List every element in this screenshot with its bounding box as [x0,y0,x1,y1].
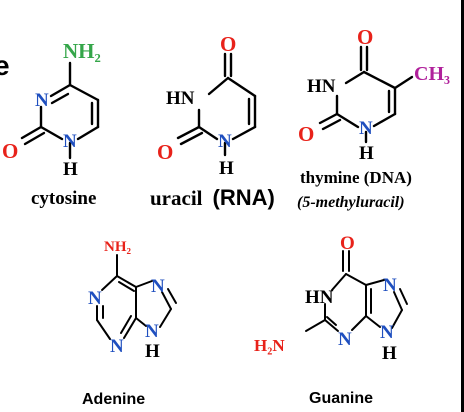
uracil-tag: (RNA) [213,185,275,210]
guanine-hn-label: HN [305,287,334,308]
adenine-structure [96,254,177,340]
adenine-n3-label: N [110,336,124,357]
thymine-alt-name: (5-methyluracil) [297,194,405,211]
adenine-n9-label: N [145,321,159,342]
adenine-n1-label: N [88,288,102,309]
guanine-structure [305,250,408,332]
cytosine-name: cytosine [31,188,96,209]
thymine-h-label: H [359,143,374,164]
uracil-name-line: uracil (RNA) [150,185,275,210]
guanine-amine-label: H₂N [254,336,285,355]
thymine-hn-label: HN [307,76,336,97]
uracil-name: uracil [150,186,203,210]
uracil-structure [176,52,257,157]
adenine-amine-label: NH₂ [104,239,132,255]
right-edge-divider [461,0,464,412]
guanine-name: Guanine [309,390,373,407]
cytosine-structure [20,61,100,160]
adenine-h-label: H [145,341,160,362]
thymine-name: thymine (DNA) [300,168,412,187]
cytosine-h-label: H [63,159,78,180]
guanine-n3-label: N [338,329,352,350]
guanine-oxygen-label: O [340,233,355,254]
adenine-name: Adenine [82,391,145,408]
thymine-methyl-label: CH₃ [414,63,450,85]
uracil-h-label: H [219,158,234,179]
cytosine-oxygen-label: O [2,139,18,163]
uracil-hn-label: HN [166,88,195,109]
guanine-h-label: H [382,343,397,364]
thymine-structure [318,45,414,144]
thymine-oxygen-top-label: O [357,25,373,49]
cropped-edge-letter: e [0,50,10,81]
uracil-n1-label: N [218,131,232,152]
guanine-n9-label: N [380,322,394,343]
thymine-n1-label: N [359,118,373,139]
cytosine-n1-label: N [63,131,77,152]
guanine-n7-label: N [383,275,397,296]
uracil-oxygen-left-label: O [157,140,173,164]
adenine-n7-label: N [151,276,165,297]
thymine-oxygen-left-label: O [298,122,314,146]
cytosine-amine-label: NH₂ [63,39,101,63]
uracil-oxygen-top-label: O [220,32,236,56]
cytosine-n3-label: N [35,90,49,111]
